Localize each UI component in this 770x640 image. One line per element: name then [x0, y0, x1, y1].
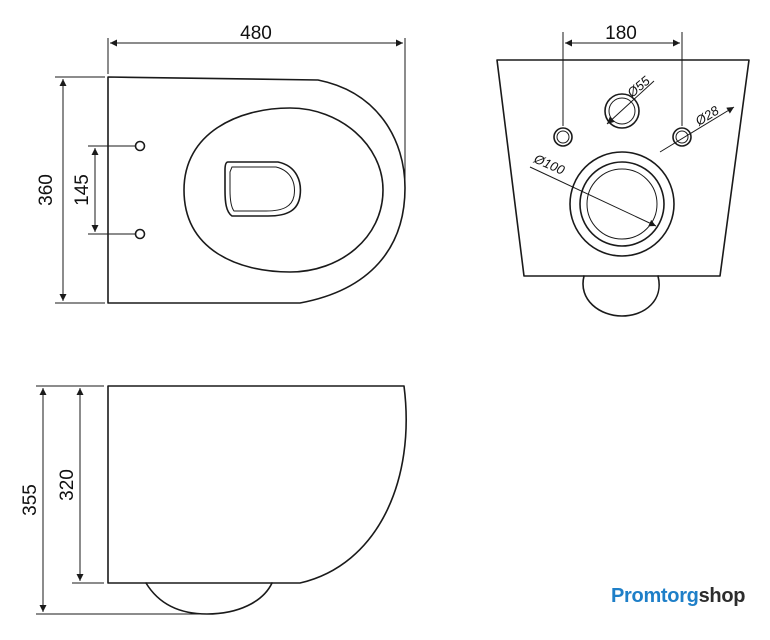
top-view: 480 360 145	[36, 23, 406, 304]
fix-hole-right-outer	[672, 127, 692, 147]
fix-hole-left-inner	[556, 130, 570, 144]
inlet-diameter-label: Ø55	[624, 73, 654, 101]
fix-hole-left-outer	[553, 127, 573, 147]
depth-dimension-label: 360	[36, 174, 57, 206]
bowl-opening	[224, 161, 302, 217]
fixing-hole-upper	[134, 140, 146, 152]
top-view-outline	[107, 76, 406, 304]
fix-leader	[659, 106, 735, 153]
side-view-outline	[107, 385, 407, 584]
logo-part1: Promtorg	[611, 585, 699, 607]
hole-spacing-label: 145	[72, 174, 93, 206]
promtorgshop-logo: Promtorgshop	[611, 585, 745, 608]
body-height-label: 320	[57, 469, 78, 501]
outlet-spigot	[582, 275, 660, 317]
side-view-spigot	[145, 582, 273, 615]
total-height-label: 355	[20, 484, 41, 516]
rear-view-outline	[496, 59, 750, 277]
outlet-diameter-label: Ø100	[531, 151, 568, 178]
fix-spacing-label: 180	[605, 23, 637, 44]
fixing-hole-lower	[134, 228, 146, 240]
outlet-leader	[529, 166, 657, 227]
fix-diameter-label: Ø28	[692, 102, 722, 129]
bowl-rim	[183, 107, 384, 273]
logo-part2: shop	[698, 585, 746, 607]
width-dimension-label: 480	[240, 23, 272, 44]
outlet-ring-mid	[579, 161, 665, 247]
inlet-outer	[604, 93, 640, 129]
outlet-ring-outer	[569, 151, 675, 257]
outlet-ring-inner	[586, 168, 658, 240]
side-view: 355 320	[20, 385, 407, 615]
inlet-leader	[606, 80, 655, 125]
bowl-opening-inner	[229, 166, 295, 212]
fix-hole-right-inner	[675, 130, 689, 144]
inlet-inner	[608, 97, 636, 125]
rear-view: 180 Ø55 Ø28 Ø100	[496, 23, 750, 317]
